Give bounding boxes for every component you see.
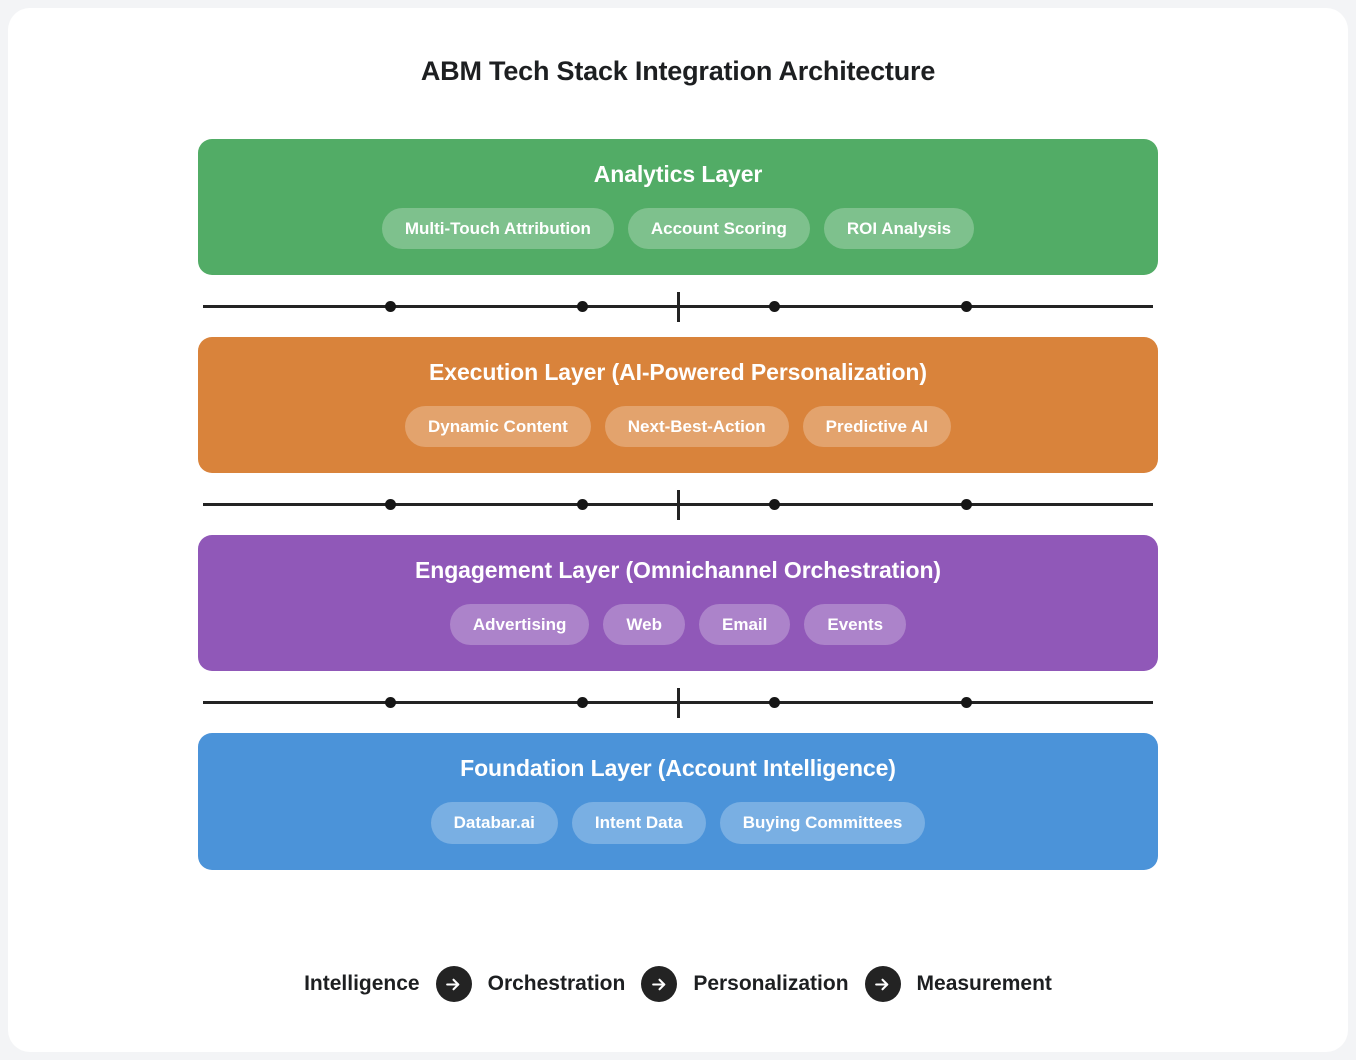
arrow-right-icon bbox=[641, 966, 678, 1002]
connector-node bbox=[577, 499, 588, 511]
layer-item-pill[interactable]: Next-Best-Action bbox=[604, 405, 789, 448]
connector-center-tick bbox=[677, 490, 680, 521]
layer-execution: Execution Layer (AI-Powered Personalizat… bbox=[198, 337, 1158, 474]
layer-item-pill[interactable]: ROI Analysis bbox=[823, 207, 975, 250]
layer-item-row: Advertising Web Email Events bbox=[222, 603, 1134, 646]
flow-step-label: Orchestration bbox=[487, 972, 626, 995]
layer-item-pill[interactable]: Advertising bbox=[449, 603, 590, 646]
connector-node bbox=[385, 301, 396, 313]
layer-foundation: Foundation Layer (Account Intelligence) D… bbox=[198, 733, 1158, 870]
connector-node bbox=[577, 301, 588, 313]
flow-legend: Intelligence Orchestration Personalization… bbox=[8, 966, 1348, 1002]
connector-node bbox=[961, 499, 972, 511]
layer-engagement: Engagement Layer (Omnichannel Orchestrat… bbox=[198, 535, 1158, 672]
layer-title: Foundation Layer (Account Intelligence) bbox=[460, 755, 896, 782]
layer-item-pill[interactable]: Dynamic Content bbox=[404, 405, 591, 448]
arrow-right-icon bbox=[435, 966, 472, 1002]
layer-title: Analytics Layer bbox=[593, 161, 763, 187]
connector-center-tick bbox=[677, 688, 680, 719]
layer-item-pill[interactable]: Intent Data bbox=[571, 802, 706, 844]
connector-node bbox=[577, 697, 588, 709]
layer-item-pill[interactable]: Account Scoring bbox=[627, 207, 810, 250]
arrow-right-icon bbox=[864, 966, 901, 1002]
layer-item-pill[interactable]: Predictive AI bbox=[802, 405, 952, 448]
layer-item-row: Dynamic Content Next-Best-Action Predictiv… bbox=[222, 405, 1134, 448]
connector-node bbox=[385, 697, 396, 709]
connector-node bbox=[961, 301, 972, 313]
layer-item-pill[interactable]: Events bbox=[804, 603, 907, 646]
connector-node bbox=[961, 697, 972, 709]
layer-item-row: Multi-Touch Attribution Account Scoring RO… bbox=[222, 207, 1134, 250]
flow-step-label: Personalization bbox=[693, 972, 849, 995]
layer-title: Engagement Layer (Omnichannel Orchestrat… bbox=[415, 557, 941, 584]
flow-step-label: Intelligence bbox=[304, 972, 420, 995]
layer-item-row: Databar.ai Intent Data Buying Committees bbox=[222, 802, 1134, 844]
layer-connector bbox=[198, 473, 1158, 535]
connector-center-tick bbox=[677, 292, 680, 323]
layer-item-pill[interactable]: Buying Committees bbox=[719, 802, 926, 844]
connector-node bbox=[769, 499, 780, 511]
flow-step-label: Measurement bbox=[916, 972, 1052, 995]
layer-connector bbox=[198, 275, 1158, 337]
layer-item-pill[interactable]: Web bbox=[603, 603, 685, 646]
layer-title: Execution Layer (AI-Powered Personalizat… bbox=[429, 359, 927, 386]
layer-item-pill[interactable]: Email bbox=[699, 603, 791, 646]
connector-node bbox=[769, 301, 780, 313]
diagram-card: ABM Tech Stack Integration Architecture … bbox=[8, 8, 1348, 1052]
connector-node bbox=[385, 499, 396, 511]
layer-item-pill[interactable]: Databar.ai bbox=[430, 802, 558, 844]
layer-item-pill[interactable]: Multi-Touch Attribution bbox=[381, 207, 614, 250]
connector-node bbox=[769, 697, 780, 709]
layer-connector bbox=[198, 671, 1158, 733]
page-title: ABM Tech Stack Integration Architecture bbox=[420, 56, 936, 86]
